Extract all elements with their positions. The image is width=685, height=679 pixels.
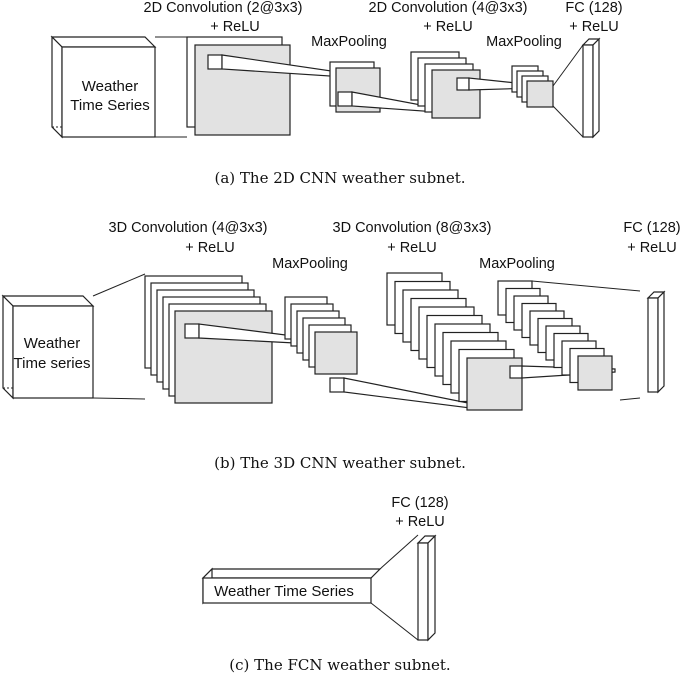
b-frustum-bottom xyxy=(92,397,146,400)
panel-c-fcn xyxy=(201,534,437,642)
a-pool1-label: MaxPooling xyxy=(311,34,387,50)
c-input-label: Weather Time Series xyxy=(214,583,354,600)
panel-a-2d-cnn xyxy=(50,35,601,139)
a-conv2-stack xyxy=(410,51,481,119)
a-pool2-stack xyxy=(511,65,554,108)
b-input-cube xyxy=(1,294,95,400)
b-fc-frustum-bottom xyxy=(619,397,641,401)
b-frustum-top xyxy=(92,273,146,297)
b-conv2-label-line2: + ReLU xyxy=(387,240,437,256)
a-pool2-stack-map-4 xyxy=(526,80,554,108)
b-input-cube-front xyxy=(12,305,94,399)
b-fc-label-line1: FC (128) xyxy=(623,220,680,236)
b-input-cube-side xyxy=(2,294,14,400)
a-fc-label-line1: FC (128) xyxy=(565,0,622,16)
c-frustum-top xyxy=(379,534,419,570)
c-fc-bar-side xyxy=(427,534,436,642)
b-fc-bar xyxy=(646,290,666,394)
c-fc-bar-front xyxy=(417,542,429,641)
a-input-cube-side xyxy=(51,35,63,139)
c-fc-label-line2: + ReLU xyxy=(395,514,445,530)
c-input-bar-top xyxy=(201,568,382,579)
b-conv2-kernel xyxy=(509,365,523,379)
a-input-cube xyxy=(50,35,157,139)
c-input-bar-front xyxy=(202,577,372,604)
a-input-label-line2: Time Series xyxy=(70,97,149,114)
b-pool2-stack-map-11 xyxy=(577,355,613,391)
a-caption: (a) The 2D CNN weather subnet. xyxy=(214,169,465,187)
a-fc-label-line2: + ReLU xyxy=(569,19,619,35)
b-pool1-stack xyxy=(284,296,358,375)
a-conv1-stack xyxy=(186,36,291,136)
b-pool1-kernel xyxy=(329,377,345,393)
a-conv1-label-line1: 2D Convolution (2@3x3) xyxy=(144,0,303,16)
b-pool1-label: MaxPooling xyxy=(272,256,348,272)
a-pool1-stack xyxy=(329,61,381,113)
a-fc-frustum-top xyxy=(552,44,584,87)
a-fc-frustum-bottom xyxy=(552,105,584,138)
c-caption: (c) The FCN weather subnet. xyxy=(229,656,450,674)
a-conv2-kernel xyxy=(456,77,470,91)
a-conv2-label-line2: + ReLU xyxy=(423,19,473,35)
b-input-label-line1: Weather xyxy=(24,335,80,352)
a-conv2-label-line1: 2D Convolution (4@3x3) xyxy=(369,0,528,16)
a-input-cube-front xyxy=(61,46,156,138)
b-pool1-stack-map-6 xyxy=(314,331,358,375)
b-conv1-label-line2: + ReLU xyxy=(185,240,235,256)
a-fc-bar-side xyxy=(592,37,600,139)
a-pool2-label: MaxPooling xyxy=(486,34,562,50)
b-pool2-label: MaxPooling xyxy=(479,256,555,272)
b-input-cube-top xyxy=(1,295,95,307)
a-pool1-kernel xyxy=(337,91,353,107)
a-fc-bar-front xyxy=(582,44,594,138)
a-fc-bar xyxy=(581,37,601,139)
a-conv2-stack-map-4 xyxy=(431,69,481,119)
b-fc-bar-side xyxy=(657,290,665,394)
b-caption: (b) The 3D CNN weather subnet. xyxy=(214,454,466,472)
b-fc-label-line2: + ReLU xyxy=(627,240,677,256)
a-conv1-kernel xyxy=(207,54,223,70)
b-fc-frustum-top xyxy=(531,280,641,292)
b-fc-bar-front xyxy=(647,297,659,393)
a-input-cube-top xyxy=(50,36,157,48)
c-fc-label-line1: FC (128) xyxy=(391,495,448,511)
c-frustum-bottom xyxy=(370,602,419,641)
c-fc-bar xyxy=(416,534,437,642)
b-conv2-label-line1: 3D Convolution (8@3x3) xyxy=(333,220,492,236)
a-input-label-line1: Weather xyxy=(82,78,138,95)
b-pool2-stack xyxy=(497,280,613,391)
a-conv1-label-line2: + ReLU xyxy=(210,19,260,35)
b-conv1-label-line1: 3D Convolution (4@3x3) xyxy=(109,220,268,236)
b-input-label-line2: Time series xyxy=(14,355,91,372)
b-conv1-kernel xyxy=(184,323,200,339)
panel-b-3d-cnn xyxy=(1,272,666,411)
